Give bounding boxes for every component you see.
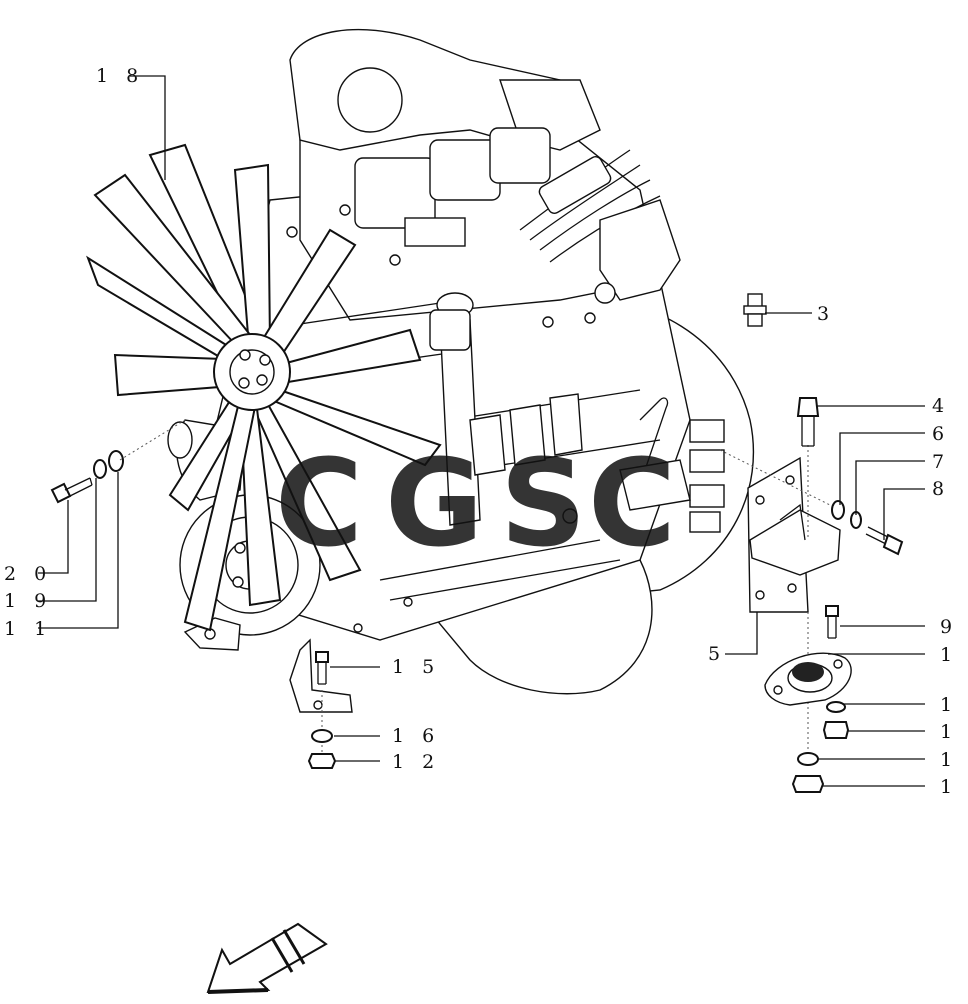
sensor-icon bbox=[743, 293, 767, 327]
callout-5: 5 bbox=[708, 643, 726, 665]
bolt-icon bbox=[796, 397, 820, 447]
callout-20: 2 0 bbox=[4, 563, 52, 585]
callout-7: 7 bbox=[932, 451, 950, 473]
washer-icon bbox=[93, 450, 124, 479]
nut-icon bbox=[307, 753, 337, 769]
engine-mount-icon bbox=[764, 652, 852, 706]
nut-icon bbox=[822, 721, 850, 739]
callout-15: 1 5 bbox=[392, 656, 440, 678]
washer-icon bbox=[311, 729, 333, 743]
bolt-icon bbox=[865, 526, 904, 556]
callout-1: 1 bbox=[940, 749, 958, 771]
callout-1: 1 bbox=[940, 644, 958, 666]
watermark-logo: C G S C bbox=[275, 435, 676, 574]
callout-1: 1 bbox=[940, 694, 958, 716]
fan-icon bbox=[86, 143, 442, 632]
callout-18: 1 8 bbox=[96, 65, 144, 87]
direction-arrow-icon bbox=[206, 922, 328, 994]
bracket-icon bbox=[747, 456, 841, 613]
callout-8: 8 bbox=[932, 478, 950, 500]
nut-icon bbox=[791, 775, 825, 793]
watermark-letter: C bbox=[588, 435, 676, 574]
watermark-letter: G bbox=[385, 435, 484, 574]
callout-19: 1 9 bbox=[4, 590, 52, 612]
washer-icon bbox=[797, 752, 819, 766]
bolt-icon bbox=[315, 651, 329, 685]
washer-icon bbox=[831, 500, 845, 520]
leader-lines bbox=[38, 75, 925, 787]
callout-3: 3 bbox=[817, 303, 835, 325]
washer-icon bbox=[826, 701, 846, 713]
watermark-letter: S bbox=[500, 435, 586, 574]
callout-6: 6 bbox=[932, 423, 950, 445]
callout-1: 1 bbox=[940, 776, 958, 798]
callout-1: 1 bbox=[940, 721, 958, 743]
bolt-icon bbox=[50, 477, 93, 504]
callout-12: 1 2 bbox=[392, 751, 440, 773]
watermark-letter: C bbox=[275, 435, 363, 574]
bolt-icon bbox=[825, 605, 839, 639]
callout-16: 1 6 bbox=[392, 725, 440, 747]
callout-9: 9 bbox=[940, 616, 958, 638]
callout-11: 1 1 bbox=[4, 618, 52, 640]
callout-4: 4 bbox=[932, 395, 950, 417]
bracket-icon bbox=[289, 638, 353, 713]
